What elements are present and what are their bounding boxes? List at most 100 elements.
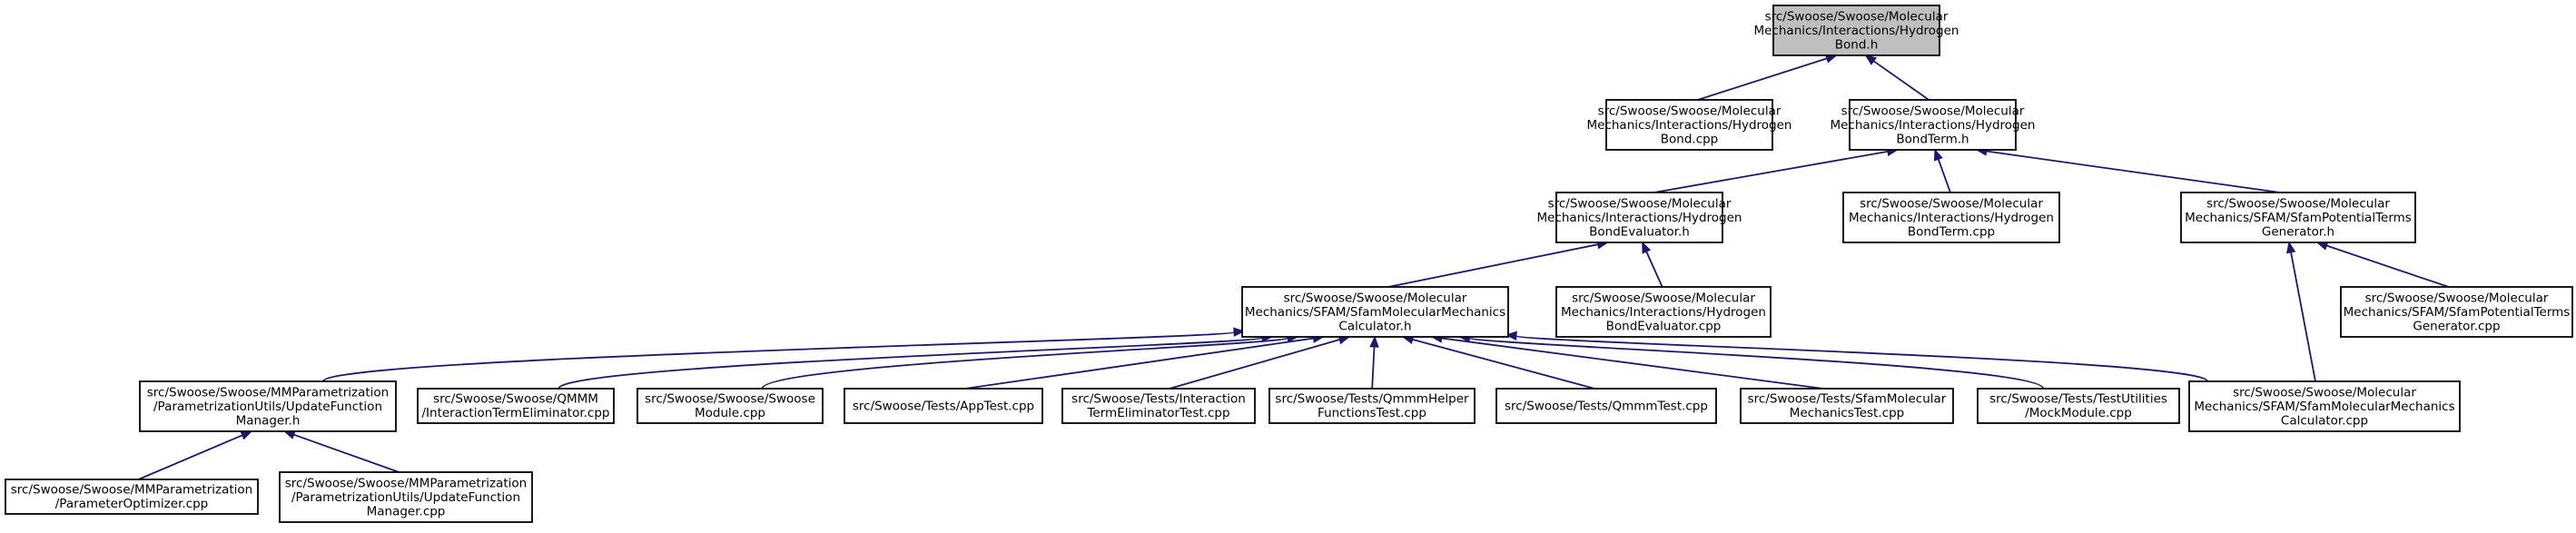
file-node-apptest[interactable]: src/Swoose/Tests/AppTest.cpp xyxy=(844,388,1043,424)
edge-line xyxy=(1468,337,2045,390)
edge-line xyxy=(1653,151,1889,193)
file-node-sfampot_h[interactable]: src/Swoose/Swoose/MolecularMechanics/SFA… xyxy=(2180,192,2416,243)
node-label-line: src/Swoose/Swoose/Molecular xyxy=(1548,196,1732,211)
dependency-edge-sfampot_cpp-to-sfampot_h xyxy=(2315,241,2450,288)
node-box xyxy=(1605,99,1773,151)
node-label-line: Mechanics/SFAM/SfamPotentialTerms xyxy=(2344,305,2571,320)
node-box xyxy=(5,479,259,515)
node-label-line: src/Swoose/Swoose/MMParametrization xyxy=(147,385,390,400)
file-node-interelim_test[interactable]: src/Swoose/Tests/InteractionTermEliminat… xyxy=(1061,388,1256,424)
node-box xyxy=(2180,192,2416,243)
edge-line xyxy=(964,337,1314,390)
file-node-hbondterm_cpp[interactable]: src/Swoose/Swoose/MolecularMechanics/Int… xyxy=(1842,192,2060,243)
file-node-qmmmhelper_test[interactable]: src/Swoose/Tests/QmmmHelperFunctionsTest… xyxy=(1268,388,1476,424)
node-box xyxy=(139,380,397,432)
dependency-edge-hbondeval_h-to-hbondterm_h xyxy=(1653,146,1900,193)
node-label-line: MechanicsTest.cpp xyxy=(1790,406,1904,420)
dependency-edge-qmmm_test-to-sfamcalc_h xyxy=(1401,334,1595,390)
node-label-line: Bond.h xyxy=(1835,37,1879,52)
node-label-line: /InteractionTermEliminator.cpp xyxy=(422,406,610,420)
edge-line xyxy=(2290,252,2316,382)
node-label-line: src/Swoose/Swoose/Molecular xyxy=(1841,104,2025,118)
node-label-line: src/Swoose/Swoose/Molecular xyxy=(2365,291,2549,305)
node-box xyxy=(417,388,615,424)
arrow-head xyxy=(1505,331,1517,341)
node-label-line: Calculator.h xyxy=(1338,319,1411,333)
node-box xyxy=(1849,99,2017,151)
node-box xyxy=(2188,380,2461,432)
file-node-mockmodule[interactable]: src/Swoose/Tests/TestUtilities/MockModul… xyxy=(1977,388,2180,424)
file-node-hbondeval_h[interactable]: src/Swoose/Swoose/MolecularMechanics/Int… xyxy=(1537,192,1742,243)
arrow-head xyxy=(2285,241,2296,254)
edge-line xyxy=(1986,150,2281,193)
node-box xyxy=(1555,286,1772,338)
edge-line xyxy=(1441,337,1824,390)
arrow-head xyxy=(1642,241,1652,254)
file-node-qmmm_elim[interactable]: src/Swoose/Swoose/QMMM/InteractionTermEl… xyxy=(417,388,615,424)
node-label-line: src/Swoose/Swoose/MMParametrization xyxy=(11,483,253,498)
dependency-edge-hbond_cpp-to-hbond_h xyxy=(1697,54,1838,101)
file-node-sfammm_test[interactable]: src/Swoose/Tests/SfamMolecularMechanicsT… xyxy=(1740,388,1954,424)
dependency-edge-mockmodule-to-sfamcalc_h xyxy=(1458,332,2045,390)
node-label-line: /MockModule.cpp xyxy=(2025,406,2132,420)
edge-line xyxy=(322,331,1235,382)
node-label-line: /ParametrizationUtils/UpdateFunction xyxy=(291,490,520,505)
node-label-line: Mechanics/SFAM/SfamPotentialTerms xyxy=(2185,211,2412,225)
file-node-updfm_cpp[interactable]: src/Swoose/Swoose/MMParametrization/Para… xyxy=(279,471,533,523)
edge-line xyxy=(1873,60,1930,101)
dependency-edge-paramopt-to-updfm_h xyxy=(138,430,253,480)
dependency-edge-qmmm_elim-to-sfamcalc_h xyxy=(558,332,1274,390)
file-node-sfamcalc_cpp[interactable]: src/Swoose/Swoose/MolecularMechanics/SFA… xyxy=(2188,380,2461,432)
node-box xyxy=(1495,388,1717,424)
node-box xyxy=(844,388,1043,424)
node-box xyxy=(1977,388,2180,424)
file-node-sfampot_cpp[interactable]: src/Swoose/Swoose/MolecularMechanics/SFA… xyxy=(2340,286,2573,338)
node-box xyxy=(1268,388,1476,424)
arrow-head xyxy=(240,430,253,440)
dependency-edge-sfamcalc_h-to-hbondeval_h xyxy=(1387,240,1609,288)
edge-line xyxy=(1515,334,2208,382)
node-label-line: src/Swoose/Tests/Interaction xyxy=(1071,392,1246,407)
file-node-hbondterm_h[interactable]: src/Swoose/Swoose/MolecularMechanics/Int… xyxy=(1831,99,2036,151)
node-box xyxy=(1842,192,2060,243)
file-node-paramopt[interactable]: src/Swoose/Swoose/MMParametrization/Para… xyxy=(5,479,259,515)
node-label-line: Manager.h xyxy=(236,413,301,428)
dependency-edge-qmmmhelper_test-to-sfamcalc_h xyxy=(1369,335,1379,390)
node-label-line: Calculator.cpp xyxy=(2281,413,2368,428)
arrow-head xyxy=(1369,335,1379,348)
node-label-line: TermEliminatorTest.cpp xyxy=(1086,406,1229,420)
edge-line xyxy=(293,433,400,473)
node-label-line: Mechanics/Interactions/Hydrogen xyxy=(1849,211,2054,225)
dependency-edge-hbondterm_h-to-hbond_h xyxy=(1864,54,1930,101)
node-box xyxy=(1772,5,1940,56)
arrow-head xyxy=(1233,327,1246,337)
edge-line xyxy=(1697,57,1828,101)
node-label-line: BondTerm.cpp xyxy=(1908,224,1995,239)
node-label-line: /ParametrizationUtils/UpdateFunction xyxy=(153,400,382,414)
node-label-line: Mechanics/Interactions/Hydrogen xyxy=(1587,118,1792,133)
node-label-line: /ParameterOptimizer.cpp xyxy=(55,497,208,511)
edge-line xyxy=(1412,338,1595,390)
node-label-line: src/Swoose/Swoose/QMMM xyxy=(433,392,598,407)
node-label-line: BondTerm.h xyxy=(1896,132,1969,146)
dependency-edge-hbondterm_cpp-to-hbondterm_h xyxy=(1933,148,1951,193)
node-label-line: Generator.cpp xyxy=(2413,319,2500,333)
node-label-line: src/Swoose/Tests/AppTest.cpp xyxy=(853,399,1034,413)
edge-line xyxy=(2326,244,2450,288)
node-label-line: Mechanics/Interactions/Hydrogen xyxy=(1561,305,1766,320)
node-box xyxy=(2340,286,2573,338)
file-node-qmmm_test[interactable]: src/Swoose/Tests/QmmmTest.cpp xyxy=(1495,388,1717,424)
dependency-edge-updfm_h-to-sfamcalc_h xyxy=(322,327,1246,382)
dependency-edge-updfm_cpp-to-updfm_h xyxy=(282,429,400,473)
node-label-line: src/Swoose/Swoose/Molecular xyxy=(1765,9,1949,24)
node-label-line: src/Swoose/Swoose/Molecular xyxy=(1860,196,2043,211)
file-node-sfamcalc_h[interactable]: src/Swoose/Swoose/MolecularMechanics/SFA… xyxy=(1241,286,1509,338)
file-node-hbond_cpp[interactable]: src/Swoose/Swoose/MolecularMechanics/Int… xyxy=(1587,99,1792,151)
file-node-updfm_h[interactable]: src/Swoose/Swoose/MMParametrization/Para… xyxy=(139,380,397,432)
node-box xyxy=(279,471,533,523)
node-label-line: BondEvaluator.cpp xyxy=(1606,319,1722,333)
node-box xyxy=(1061,388,1256,424)
file-node-hbondeval_cpp[interactable]: src/Swoose/Swoose/MolecularMechanics/Int… xyxy=(1555,286,1772,338)
